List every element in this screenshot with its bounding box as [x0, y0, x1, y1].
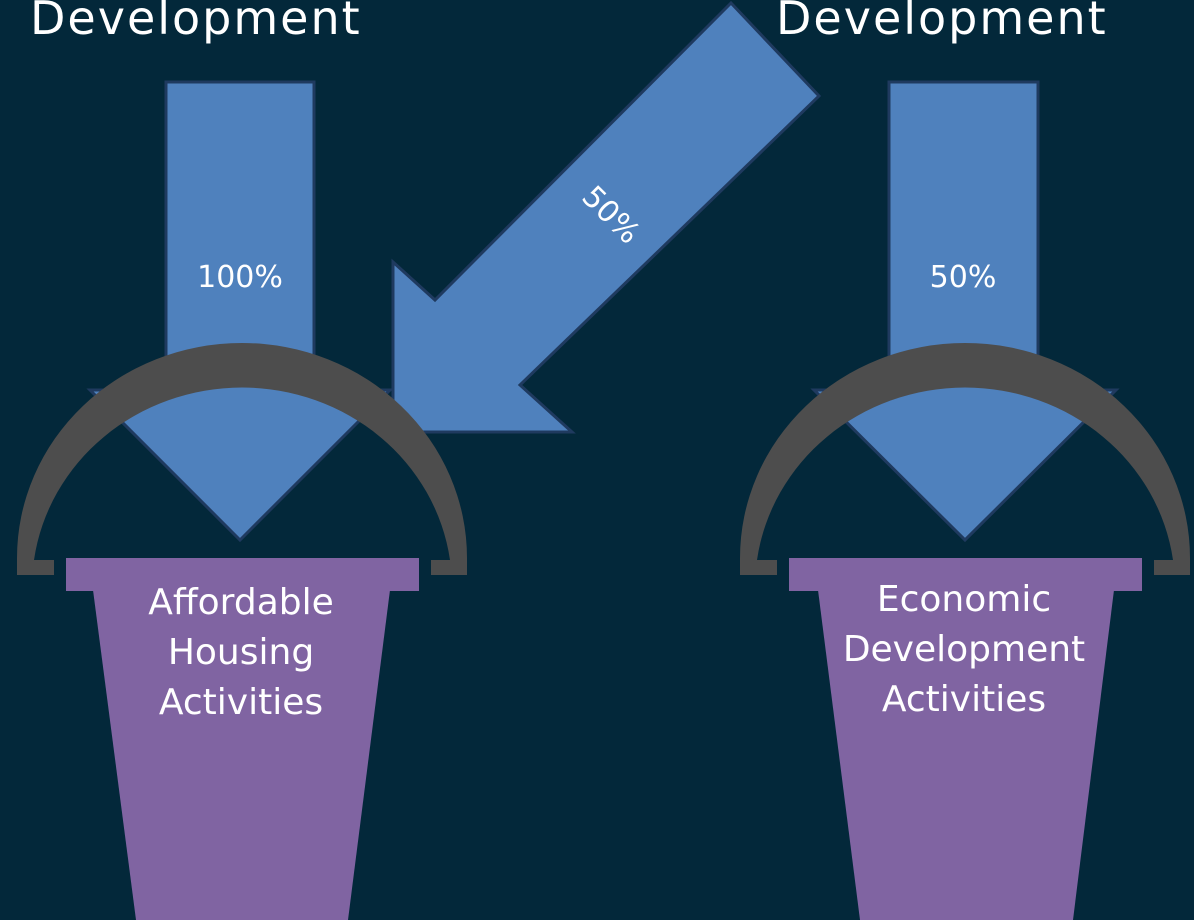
bucket-left-body — [93, 590, 390, 920]
bucket-right-line-1: Economic — [877, 579, 1051, 620]
bucket-right-line-3: Activities — [882, 679, 1046, 720]
header-right: Development — [776, 0, 1108, 45]
bucket-left-line-2: Housing — [168, 632, 314, 673]
arrow-right-down — [810, 80, 1120, 543]
bucket-left-label: Affordable Housing Activities — [148, 582, 334, 723]
arrow-left-down — [86, 80, 394, 543]
handle-right-arc — [740, 343, 1190, 575]
bucket-right-label: Economic Development Activities — [843, 579, 1085, 720]
handle-left-arc — [17, 343, 467, 575]
bucket-left-line-3: Activities — [159, 682, 323, 723]
bucket-right — [789, 558, 1142, 920]
bucket-right-handle — [740, 343, 1190, 575]
bucket-left-rim — [66, 558, 419, 591]
header-left: Development — [30, 0, 362, 45]
arrow-right-percent: 50% — [930, 260, 997, 295]
bucket-right-line-2: Development — [843, 629, 1085, 670]
bucket-right-body — [818, 590, 1114, 920]
bucket-right-rim — [789, 558, 1142, 591]
arrow-diagonal — [391, 0, 822, 434]
arrow-left-percent: 100% — [197, 260, 283, 295]
bucket-left-line-1: Affordable — [148, 582, 334, 623]
bucket-left-handle — [17, 343, 467, 575]
bucket-left — [66, 558, 419, 920]
